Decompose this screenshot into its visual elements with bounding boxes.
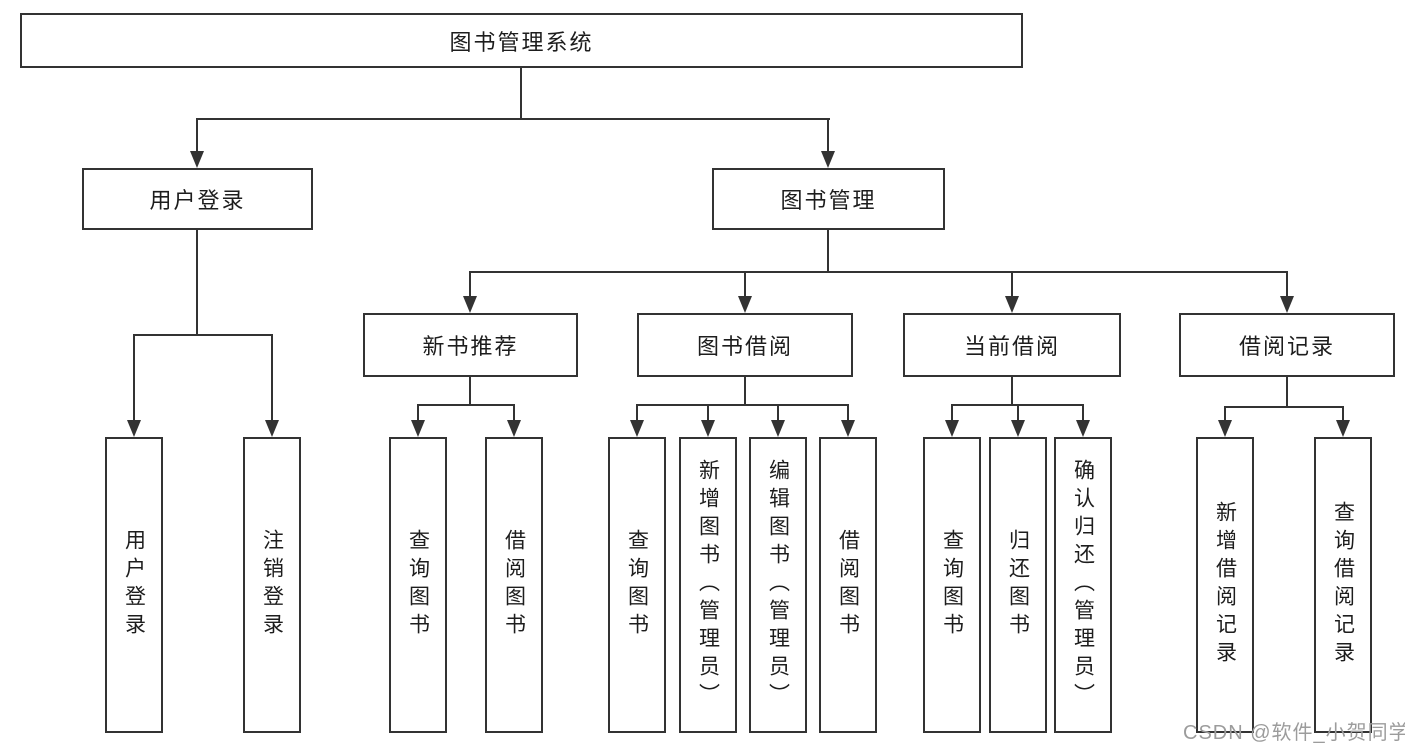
arrowhead-down-icon: [771, 420, 785, 437]
connector-vline: [1017, 404, 1019, 421]
arrowhead-down-icon: [630, 420, 644, 437]
connector-vline: [827, 118, 829, 151]
leaf-label: 借阅图书: [502, 529, 526, 641]
arrowhead-down-icon: [265, 420, 279, 437]
leaf-label: 用户登录: [122, 529, 146, 641]
leaf-label: 注销登录: [260, 529, 284, 641]
arrowhead-down-icon: [127, 420, 141, 437]
connector-vline: [417, 404, 419, 421]
leaf-label: 编辑图书（管理员）: [766, 459, 790, 711]
leaf-logout: 注销登录: [243, 437, 301, 733]
arrowhead-down-icon: [821, 151, 835, 168]
leaf-user-login: 用户登录: [105, 437, 163, 733]
connector-hline: [133, 334, 273, 336]
arrowhead-down-icon: [1280, 296, 1294, 313]
node-label: 图书管理: [780, 188, 877, 213]
leaf-label: 确认归还（管理员）: [1071, 459, 1095, 711]
connector-hline: [1224, 406, 1344, 408]
connector-vline: [744, 271, 746, 297]
connector-hline: [196, 118, 830, 120]
arrowhead-down-icon: [463, 296, 477, 313]
arrowhead-down-icon: [1336, 420, 1350, 437]
node-label: 用户登录: [149, 188, 246, 213]
connector-hline: [469, 271, 1288, 273]
leaf-label: 借阅图书: [836, 529, 860, 641]
leaf-borrow-books-recommend: 借阅图书: [485, 437, 543, 733]
arrowhead-down-icon: [1218, 420, 1232, 437]
node-label: 借阅记录: [1238, 334, 1335, 359]
connector-vline: [777, 404, 779, 421]
arrowhead-down-icon: [1011, 420, 1025, 437]
leaf-query-borrow-record: 查询借阅记录: [1314, 437, 1372, 733]
arrowhead-down-icon: [190, 151, 204, 168]
node-book-management: 图书管理: [712, 168, 945, 230]
node-label: 当前借阅: [963, 334, 1060, 359]
arrowhead-down-icon: [507, 420, 521, 437]
arrowhead-down-icon: [945, 420, 959, 437]
connector-vline: [520, 68, 522, 118]
connector-vline: [1011, 377, 1013, 406]
connector-vline: [133, 334, 135, 420]
connector-vline: [1082, 404, 1084, 421]
leaf-return-books: 归还图书: [989, 437, 1047, 733]
leaf-confirm-return-admin: 确认归还（管理员）: [1054, 437, 1112, 733]
leaf-label: 查询图书: [625, 529, 649, 641]
node-label: 图书借阅: [696, 334, 793, 359]
connector-vline: [707, 404, 709, 421]
node-library-system: 图书管理系统: [20, 13, 1023, 68]
arrowhead-down-icon: [738, 296, 752, 313]
leaf-query-books-current: 查询图书: [923, 437, 981, 733]
connector-vline: [196, 230, 198, 336]
leaf-add-books-admin: 新增图书（管理员）: [679, 437, 737, 733]
arrowhead-down-icon: [701, 420, 715, 437]
connector-vline: [1011, 271, 1013, 297]
connector-vline: [847, 404, 849, 421]
arrowhead-down-icon: [411, 420, 425, 437]
node-label: 新书推荐: [422, 334, 519, 359]
node-book-borrowing: 图书借阅: [637, 313, 853, 377]
leaf-label: 新增图书（管理员）: [696, 459, 720, 711]
connector-vline: [1342, 406, 1344, 421]
connector-hline: [417, 404, 515, 406]
node-user-login: 用户登录: [82, 168, 313, 230]
leaf-label: 查询图书: [940, 529, 964, 641]
connector-vline: [636, 404, 638, 421]
watermark: CSDN @软件_小贺同学: [1183, 722, 1405, 744]
leaf-label: 查询借阅记录: [1331, 501, 1355, 669]
connector-vline: [827, 230, 829, 273]
connector-vline: [1286, 377, 1288, 408]
connector-vline: [196, 118, 198, 151]
node-current-borrowing: 当前借阅: [903, 313, 1121, 377]
connector-vline: [271, 334, 273, 420]
node-new-book-recommend: 新书推荐: [363, 313, 578, 377]
leaf-label: 归还图书: [1006, 529, 1030, 641]
connector-vline: [469, 271, 471, 297]
connector-vline: [744, 377, 746, 406]
arrowhead-down-icon: [1076, 420, 1090, 437]
arrowhead-down-icon: [841, 420, 855, 437]
arrowhead-down-icon: [1005, 296, 1019, 313]
connector-vline: [1286, 271, 1288, 297]
connector-vline: [469, 377, 471, 406]
leaf-add-borrow-record: 新增借阅记录: [1196, 437, 1254, 733]
leaf-query-books-recommend: 查询图书: [389, 437, 447, 733]
leaf-borrow-books-borrowing: 借阅图书: [819, 437, 877, 733]
leaf-label: 新增借阅记录: [1213, 501, 1237, 669]
connector-vline: [513, 404, 515, 421]
connector-hline: [636, 404, 849, 406]
leaf-label: 查询图书: [406, 529, 430, 641]
node-borrowing-records: 借阅记录: [1179, 313, 1395, 377]
leaf-edit-books-admin: 编辑图书（管理员）: [749, 437, 807, 733]
node-label: 图书管理系统: [449, 29, 594, 55]
connector-vline: [1224, 406, 1226, 421]
connector-vline: [951, 404, 953, 421]
leaf-query-books-borrowing: 查询图书: [608, 437, 666, 733]
